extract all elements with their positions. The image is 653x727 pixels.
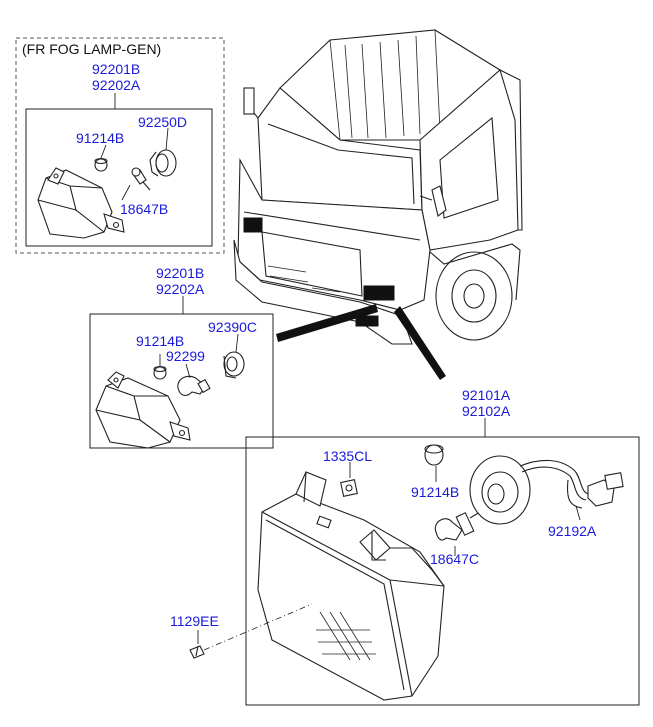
- label-head-clip[interactable]: 1335CL: [323, 448, 373, 464]
- fog-lamp-detail-box: [89, 313, 274, 449]
- head-lamp-housing: [257, 471, 445, 701]
- label-fog-assy-1[interactable]: 92201B: [92, 61, 141, 77]
- fog-lamp-housing-top: [37, 167, 125, 239]
- head-bulb: [434, 511, 481, 541]
- fog-socket-top: [149, 149, 177, 177]
- head-lamp-detail-box: [245, 436, 640, 706]
- fog-lamp-housing-mid: [95, 371, 191, 449]
- fog-socket-mid: [223, 351, 245, 379]
- label-fog-socket-top[interactable]: 92250D: [138, 114, 188, 130]
- fog-cap-top: [94, 157, 108, 172]
- label-fog2-socket[interactable]: 92390C: [208, 319, 258, 335]
- label-head-wiring[interactable]: 92192A: [548, 523, 597, 539]
- pointer-stroke-fog: [276, 304, 378, 342]
- fog-cap-mid: [153, 365, 167, 380]
- label-head-cap[interactable]: 91214B: [411, 484, 460, 500]
- label-fog2-cap[interactable]: 91214B: [136, 333, 185, 349]
- label-head-screw[interactable]: 1129EE: [170, 613, 219, 629]
- label-head-bulb[interactable]: 18647C: [430, 551, 480, 567]
- fog-lamp-inner-box: [25, 108, 213, 247]
- label-fog2-assy-2[interactable]: 92202A: [156, 281, 205, 297]
- pointer-stroke-head: [394, 306, 446, 380]
- head-clip: [340, 479, 358, 497]
- truck-cab-illustration: [233, 29, 523, 345]
- head-wiring-socket: [469, 455, 624, 525]
- label-fog2-assy-1[interactable]: 92201B: [156, 265, 205, 281]
- fog-bulb-top: [131, 167, 151, 191]
- label-head-assy-1[interactable]: 92101A: [462, 387, 511, 403]
- label-fog2-bulb[interactable]: 92299: [166, 348, 205, 364]
- section-title: (FR FOG LAMP-GEN): [22, 41, 162, 57]
- head-screw: [189, 645, 205, 659]
- fog-bulb-mid: [177, 375, 211, 397]
- label-fog-bulb-top[interactable]: 18647B: [120, 201, 169, 217]
- fog-lamp-gen-group-box: [15, 37, 225, 254]
- label-fog-cap-top[interactable]: 91214B: [76, 130, 125, 146]
- label-fog-assy-2[interactable]: 92202A: [92, 77, 141, 93]
- label-head-assy-2[interactable]: 92102A: [462, 403, 511, 419]
- head-cap: [424, 444, 444, 466]
